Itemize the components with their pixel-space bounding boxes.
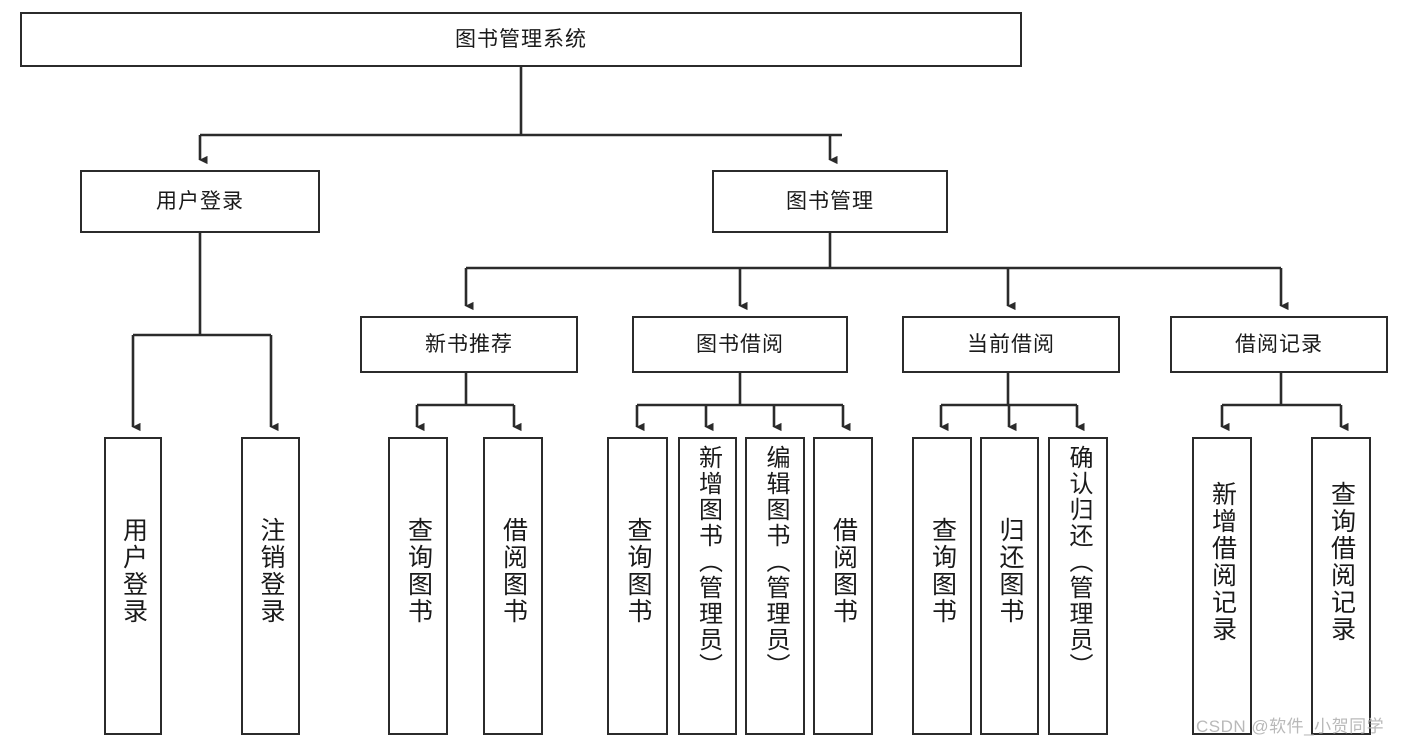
node-label: 编辑图书（管理员） xyxy=(761,445,789,679)
node-leaf-logout[interactable]: 注销登录 xyxy=(241,437,300,735)
node-leaf-confirm-return[interactable]: 确认归还（管理员） xyxy=(1048,437,1108,735)
node-label: 注销登录 xyxy=(257,517,285,625)
node-label: 查询图书 xyxy=(404,517,433,625)
node-book-borrow[interactable]: 图书借阅 xyxy=(632,316,848,373)
node-leaf-edit-book[interactable]: 编辑图书（管理员） xyxy=(745,437,805,735)
node-leaf-borrow-book-2[interactable]: 借阅图书 xyxy=(813,437,873,735)
node-label: 新增借阅记录 xyxy=(1208,481,1237,643)
node-label: 借阅记录 xyxy=(1235,333,1323,356)
node-label: 新增图书（管理员） xyxy=(694,445,722,679)
node-label: 用户登录 xyxy=(156,190,244,213)
node-leaf-borrow-book-1[interactable]: 借阅图书 xyxy=(483,437,543,735)
node-label: 用户登录 xyxy=(119,517,148,625)
node-label: 借阅图书 xyxy=(499,517,528,625)
node-leaf-query-book-3[interactable]: 查询图书 xyxy=(912,437,972,735)
node-borrow-record[interactable]: 借阅记录 xyxy=(1170,316,1388,373)
node-label: 当前借阅 xyxy=(967,333,1055,356)
node-leaf-query-record[interactable]: 查询借阅记录 xyxy=(1311,437,1371,735)
node-label: 图书管理 xyxy=(786,190,874,213)
node-label: 查询借阅记录 xyxy=(1327,481,1356,643)
node-new-book-recommend[interactable]: 新书推荐 xyxy=(360,316,578,373)
node-current-borrow[interactable]: 当前借阅 xyxy=(902,316,1120,373)
node-leaf-add-book[interactable]: 新增图书（管理员） xyxy=(678,437,737,735)
node-leaf-query-book-1[interactable]: 查询图书 xyxy=(388,437,448,735)
node-book-management[interactable]: 图书管理 xyxy=(712,170,948,233)
node-leaf-user-login[interactable]: 用户登录 xyxy=(104,437,162,735)
node-label: 确认归还（管理员） xyxy=(1064,445,1092,679)
node-label: 归还图书 xyxy=(996,517,1024,625)
node-leaf-return-book[interactable]: 归还图书 xyxy=(980,437,1039,735)
node-root-system[interactable]: 图书管理系统 xyxy=(20,12,1022,67)
node-leaf-query-book-2[interactable]: 查询图书 xyxy=(607,437,668,735)
node-user-login[interactable]: 用户登录 xyxy=(80,170,320,233)
node-label: 新书推荐 xyxy=(425,333,513,356)
watermark-text: CSDN @软件_小贺同学 xyxy=(1196,717,1385,736)
node-label: 图书借阅 xyxy=(696,333,784,356)
node-label: 查询图书 xyxy=(624,517,652,625)
node-leaf-add-record[interactable]: 新增借阅记录 xyxy=(1192,437,1252,735)
node-label: 图书管理系统 xyxy=(455,28,587,51)
node-label: 查询图书 xyxy=(928,517,957,625)
node-label: 借阅图书 xyxy=(829,517,858,625)
